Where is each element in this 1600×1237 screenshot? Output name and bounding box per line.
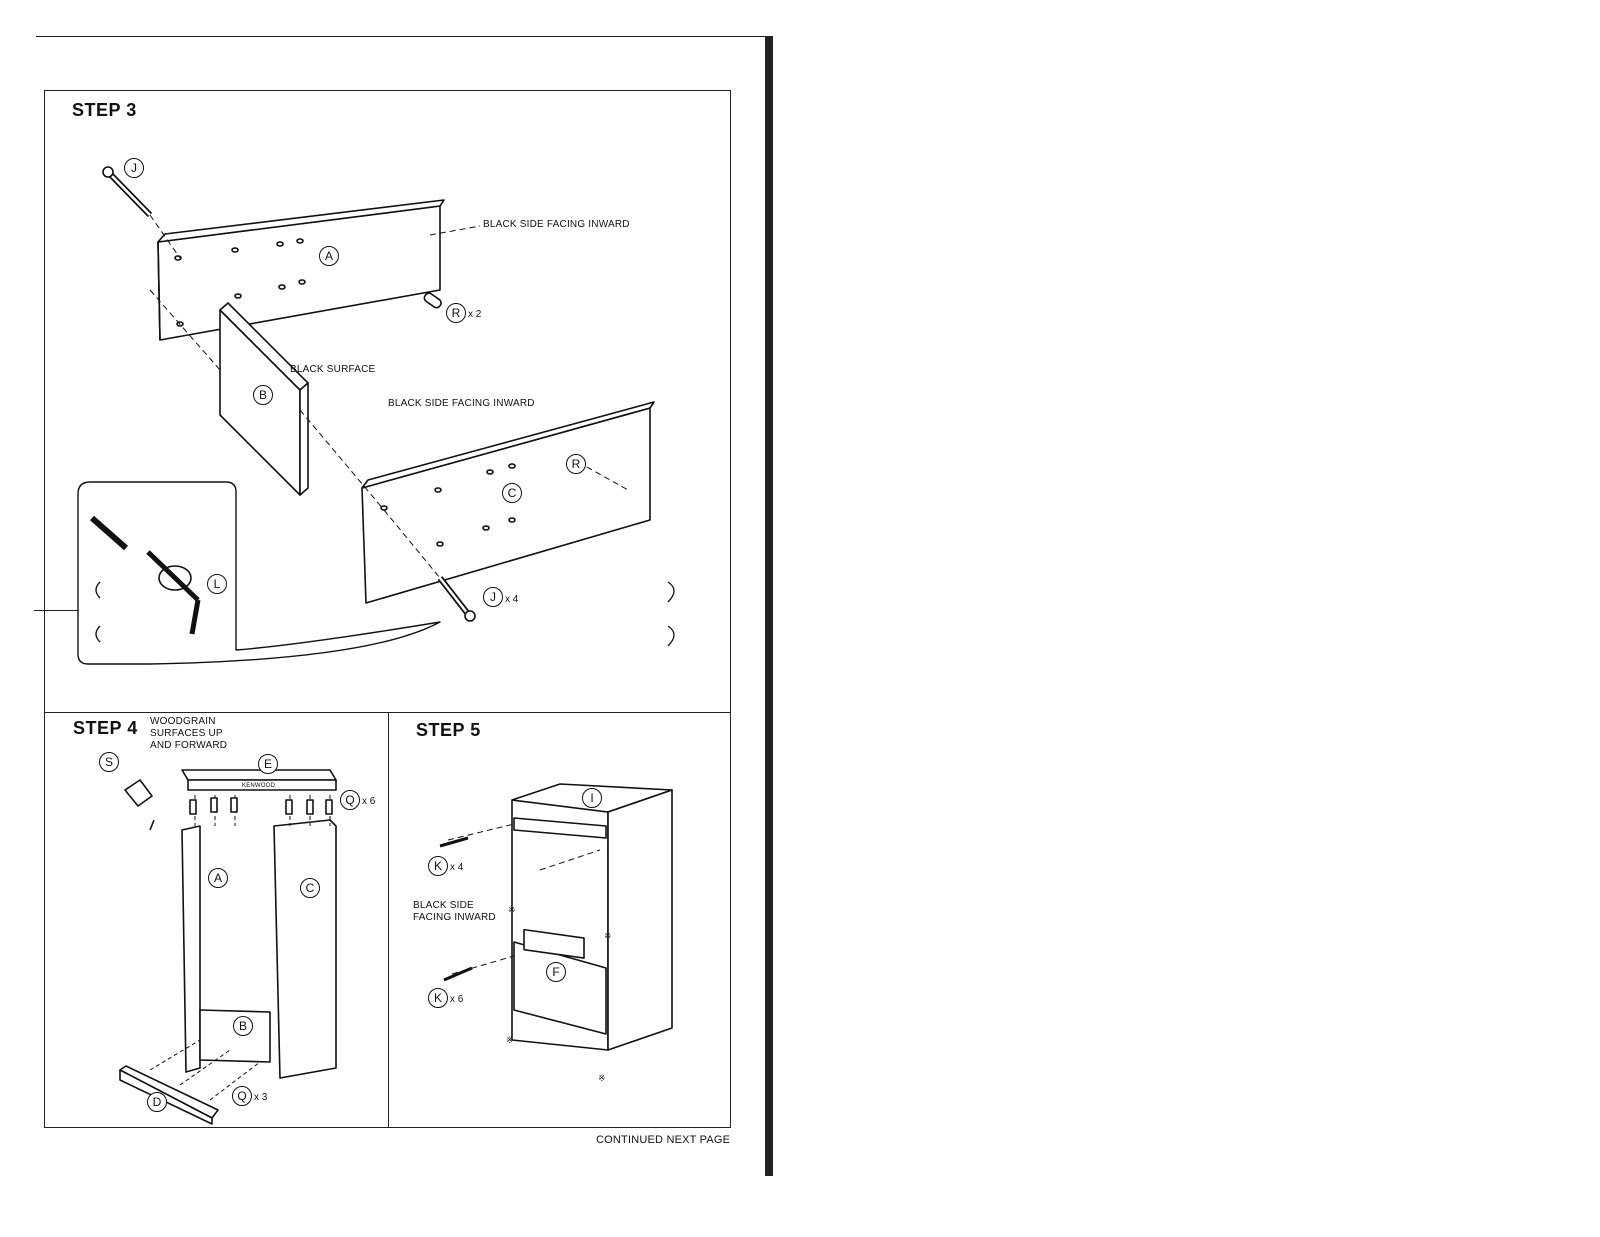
qty-k-bottom: x 6 [450, 994, 464, 1005]
part-label-c-step4: C [300, 878, 320, 898]
mark-1: ※ [506, 1035, 514, 1045]
callout-woodgrain-2: SURFACES UP [150, 728, 223, 739]
part-label-b: B [253, 385, 273, 405]
part-label-r-c: R [566, 454, 586, 474]
part-label-a: A [319, 246, 339, 266]
hex-key-l-drawing [90, 515, 201, 635]
continued-next-page: CONTINUED NEXT PAGE [596, 1134, 731, 1146]
part-label-r-a: R [446, 303, 466, 323]
qty-j: x 4 [505, 594, 519, 605]
part-label-l: L [207, 574, 227, 594]
step-5-title: STEP 5 [416, 720, 481, 740]
step-5-panel [388, 712, 731, 1128]
callout-woodgrain-1: WOODGRAIN [150, 716, 216, 727]
part-label-e: E [258, 754, 278, 774]
part-label-f: F [546, 962, 566, 982]
step-5-cabinet-drawing [439, 783, 673, 1051]
part-label-b-step4: B [233, 1016, 253, 1036]
qty-q-bottom: x 3 [254, 1092, 268, 1103]
callout-black-side-c: BLACK SIDE FACING INWARD [388, 398, 535, 409]
callout-black-side-step5-1: BLACK SIDE [413, 900, 474, 911]
qty-k-top: x 4 [450, 862, 464, 873]
mark-4: ※ [508, 905, 516, 915]
part-label-q-bottom: Q [232, 1086, 252, 1106]
part-label-j-bottom: J [483, 587, 503, 607]
part-label-k-top: K [428, 856, 448, 876]
part-label-q-top: Q [340, 790, 360, 810]
brand-stamp: KENWOOD [242, 783, 276, 789]
mark-2: ※ [604, 931, 612, 941]
part-label-d: D [147, 1092, 167, 1112]
qty-r: x 2 [468, 309, 482, 320]
part-label-k-bottom: K [428, 988, 448, 1008]
panel-a-drawing [157, 199, 445, 341]
step-4-title: STEP 4 [73, 718, 138, 738]
part-label-a-step4: A [208, 868, 228, 888]
part-label-i: I [582, 788, 602, 808]
right-binding-edge [765, 36, 773, 1176]
step-3-title: STEP 3 [72, 100, 137, 120]
qty-q-top: x 6 [362, 796, 376, 807]
part-label-j-top: J [124, 158, 144, 178]
callout-black-side-a: BLACK SIDE FACING INWARD [483, 219, 630, 230]
left-fold-mark [34, 610, 80, 611]
detail-inset-drawing [77, 481, 441, 665]
top-rule [36, 36, 770, 37]
part-label-c: C [502, 483, 522, 503]
callout-woodgrain-3: AND FORWARD [150, 740, 228, 751]
callout-black-side-step5-2: FACING INWARD [413, 912, 496, 923]
callout-black-surface: BLACK SURFACE [290, 364, 376, 375]
step-4-cabinet-drawing [119, 769, 337, 1125]
part-label-s: S [99, 752, 119, 772]
mark-3: ※ [598, 1073, 606, 1083]
dowel-r-drawing [423, 292, 442, 309]
bolt-j-bottom-drawing [437, 576, 476, 622]
bolt-j-top-drawing [102, 166, 153, 218]
